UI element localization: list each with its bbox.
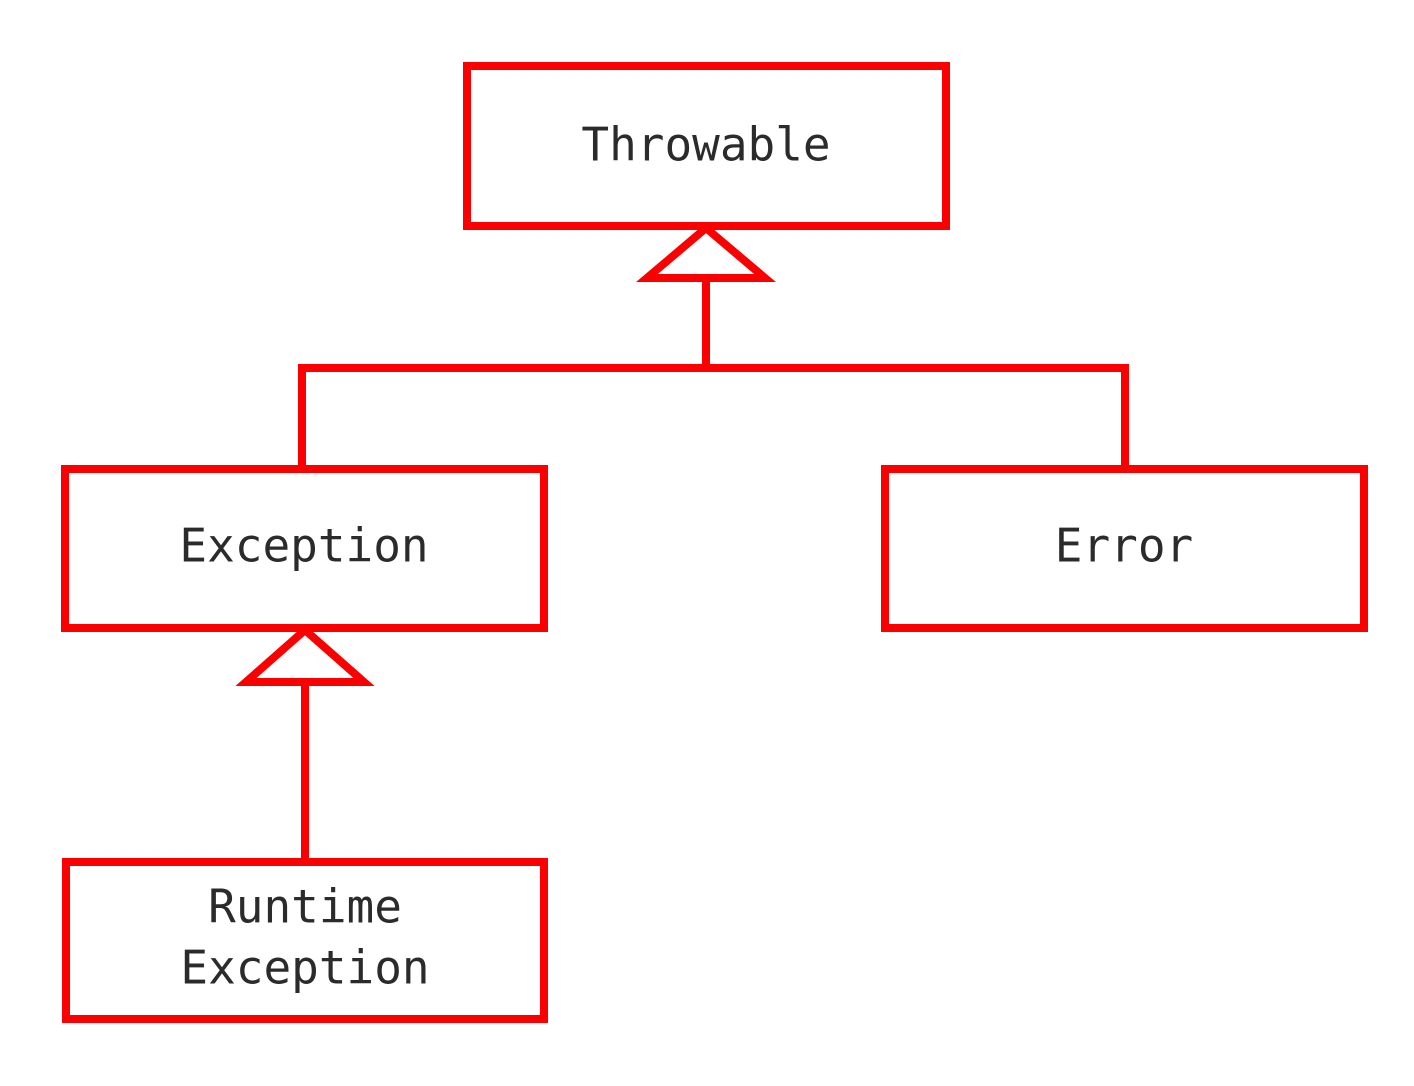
class-node-runtime-exception-box[interactable] <box>62 858 548 1023</box>
generalization-arrowhead-throwable <box>636 222 776 282</box>
class-node-error-box[interactable] <box>881 465 1368 632</box>
class-node-exception-label: Exception <box>179 519 428 573</box>
generalization-arrowhead-exception <box>235 624 375 686</box>
class-node-error[interactable]: Error <box>881 465 1368 632</box>
class-node-exception[interactable]: Exception <box>61 465 548 632</box>
class-node-error-label: Error <box>1055 519 1193 573</box>
class-node-throwable-box[interactable] <box>463 62 950 230</box>
class-node-runtime-exception[interactable]: Runtime Exception <box>62 858 548 1023</box>
class-node-throwable-label: Throwable <box>581 118 830 172</box>
class-node-throwable[interactable]: Throwable <box>463 62 950 230</box>
edge-group <box>235 222 1129 862</box>
class-node-runtime-exception-label-line2: Exception <box>180 941 429 995</box>
class-node-runtime-exception-label-line1: Runtime <box>208 880 402 934</box>
class-node-exception-box[interactable] <box>61 465 548 632</box>
